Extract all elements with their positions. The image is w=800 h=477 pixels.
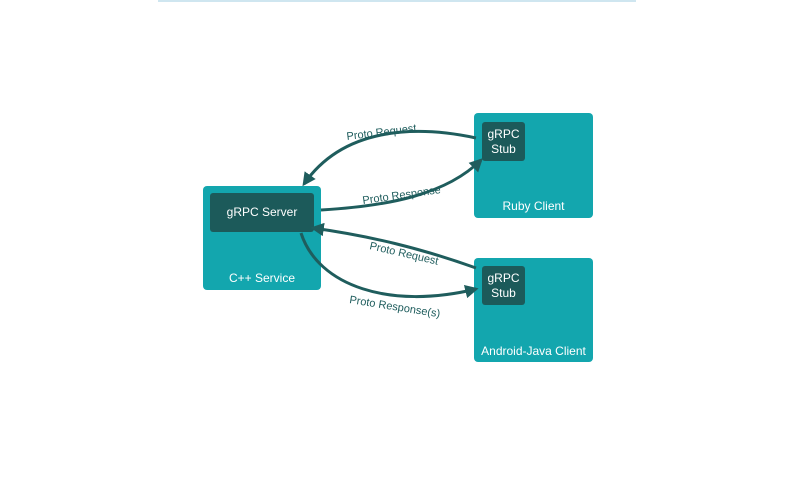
top-divider <box>158 0 636 2</box>
android-stub-line-2: Stub <box>491 285 516 300</box>
android-grpc-stub-box: gRPC Stub <box>482 266 525 305</box>
android-stub-line-1: gRPC <box>487 270 520 285</box>
ruby-client-box: gRPC Stub Ruby Client <box>474 113 593 218</box>
ruby-response-arrow <box>320 158 483 212</box>
android-request-arrow <box>310 222 477 270</box>
ruby-client-label: Ruby Client <box>502 199 565 213</box>
ruby-stub-line-2: Stub <box>491 141 516 156</box>
ruby-grpc-stub-box: gRPC Stub <box>482 122 525 161</box>
android-client-box: gRPC Stub Android-Java Client <box>474 258 593 362</box>
ruby-response-label: Proto Response <box>362 184 442 207</box>
ruby-request-arrow <box>302 129 477 187</box>
ruby-request-label: Proto Request <box>346 122 417 142</box>
ruby-stub-line-1: gRPC <box>487 126 520 141</box>
grpc-server-label: gRPC Server <box>226 205 298 219</box>
android-client-label: Android-Java Client <box>481 344 586 358</box>
grpc-server-box: gRPC Server <box>210 193 314 232</box>
cpp-service-label: C++ Service <box>228 271 296 285</box>
android-response-arrow <box>299 232 479 299</box>
cpp-service-box: gRPC Server C++ Service <box>203 186 321 290</box>
android-request-label: Proto Request <box>368 240 439 268</box>
android-response-label: Proto Response(s) <box>349 294 441 320</box>
